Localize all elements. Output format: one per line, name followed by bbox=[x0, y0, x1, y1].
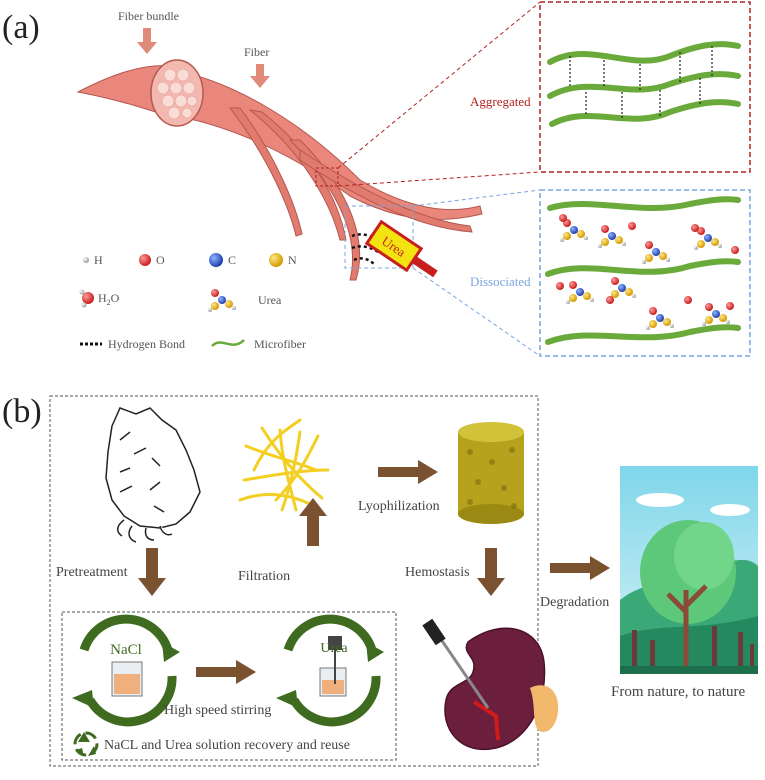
dissociated-zoom-box bbox=[344, 205, 414, 269]
filtration-label: Filtration bbox=[238, 569, 290, 584]
dissociated-microfibers bbox=[545, 196, 741, 345]
fiber-bundle-illustration bbox=[76, 59, 483, 281]
legend-o-label: O bbox=[156, 253, 165, 267]
legend-c-icon bbox=[209, 253, 223, 267]
scaffold-cylinder bbox=[458, 422, 524, 524]
aggregated-microfibers bbox=[547, 41, 741, 127]
legend-h2o-icon bbox=[79, 289, 94, 308]
dissociated-zoom-line-bottom bbox=[412, 267, 541, 357]
pretreatment-arrow bbox=[138, 548, 166, 596]
pretreatment-label: Pretreatment bbox=[56, 565, 128, 580]
urea-cycle-label: Urea bbox=[320, 641, 348, 656]
dissociated-label: Dissociated bbox=[470, 274, 531, 289]
panel-a-label: (a) bbox=[2, 9, 40, 46]
legend-hbond-label: Hydrogen Bond bbox=[108, 337, 185, 351]
dissociated-water bbox=[556, 214, 739, 310]
aggregated-zoom-line-top bbox=[337, 1, 541, 169]
aggregated-box bbox=[539, 1, 751, 173]
dissociated-zoom-line-top bbox=[412, 189, 541, 207]
aggregated-label: Aggregated bbox=[470, 94, 531, 109]
recycle-icon bbox=[73, 731, 99, 757]
aggregated-hbonds bbox=[569, 46, 713, 120]
fiber-label: Fiber bbox=[244, 45, 269, 59]
legend-h2o-label: H2O bbox=[98, 291, 120, 307]
legend: H O C N H2O Urea Hydrogen Bond Microfibe… bbox=[79, 253, 306, 351]
aggregated-zoom-line-bottom bbox=[337, 171, 541, 187]
fiber-bundle-label: Fiber bundle bbox=[118, 9, 179, 23]
hemostasis-label: Hemostasis bbox=[405, 565, 470, 580]
hemostasis-arrow bbox=[477, 548, 505, 596]
filtration-arrow bbox=[299, 498, 327, 546]
nature-scene bbox=[620, 466, 758, 674]
degradation-label: Degradation bbox=[540, 595, 609, 610]
fiber-bundle-arrow bbox=[137, 28, 157, 54]
legend-n-icon bbox=[269, 253, 283, 267]
legend-c-label: C bbox=[228, 253, 236, 267]
legend-urea-icon bbox=[208, 289, 236, 312]
legend-h-icon bbox=[83, 257, 89, 263]
lyophilization-label: Lyophilization bbox=[358, 499, 440, 514]
legend-o-icon bbox=[139, 254, 151, 266]
kidney-illustration bbox=[422, 618, 559, 751]
recovery-box bbox=[61, 611, 397, 761]
legend-urea-label: Urea bbox=[258, 293, 282, 307]
dissociated-box bbox=[539, 189, 751, 357]
nacl-label: NaCl bbox=[110, 642, 142, 658]
nature-label: From nature, to nature bbox=[611, 684, 745, 700]
lyophilization-arrow bbox=[378, 460, 438, 484]
yellow-fibers bbox=[238, 418, 330, 512]
process-box bbox=[49, 395, 539, 767]
legend-microfiber-icon bbox=[211, 339, 245, 347]
legend-h-label: H bbox=[94, 253, 103, 267]
stirring-arrow bbox=[196, 660, 256, 684]
urea-tag: Urea bbox=[364, 219, 438, 278]
high-speed-label: High speed stirring bbox=[164, 703, 271, 718]
legend-n-label: N bbox=[288, 253, 297, 267]
urea-cycle: Urea bbox=[276, 614, 384, 727]
recovery-label: NaCL and Urea solution recovery and reus… bbox=[104, 738, 350, 753]
nacl-cycle: NaCl bbox=[72, 614, 180, 727]
legend-microfiber-label: Microfiber bbox=[254, 337, 306, 351]
degradation-arrow bbox=[550, 556, 610, 580]
panel-b-label: (b) bbox=[2, 393, 42, 430]
plant-sketch bbox=[105, 407, 201, 543]
aggregated-zoom-box bbox=[315, 167, 339, 187]
fiber-arrow bbox=[250, 64, 270, 88]
